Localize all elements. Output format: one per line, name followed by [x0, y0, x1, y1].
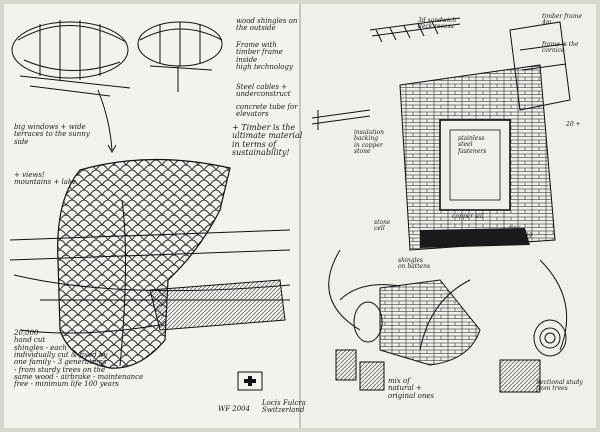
note-line: 4m — [542, 19, 552, 27]
note-insulation: insulation backing in copper stone — [354, 129, 385, 155]
pod-sketch-center — [137, 21, 223, 92]
note-shingles-story: 20,000 hand cut shingles - each individu… — [14, 329, 144, 389]
note-line: original ones — [388, 391, 435, 400]
note-line: + views! — [14, 171, 45, 179]
terrace-sketch — [9, 229, 291, 334]
note-line: from trees — [536, 385, 568, 393]
note-frame: Frame with timber frame inside high tech… — [236, 41, 293, 72]
pod-sketch-left — [11, 20, 131, 97]
note-line: one family - 3 generations — [14, 358, 107, 367]
note-line: frame is the — [542, 41, 579, 48]
note-line: sustainability! — [232, 148, 290, 158]
log-cross-section-sketch — [339, 284, 567, 357]
note-line: in terms of — [232, 139, 277, 149]
shingle-tower-sketch — [57, 158, 231, 369]
note-line: 20,000 — [14, 329, 39, 337]
note-line: elevators — [236, 110, 269, 119]
note-line: side — [14, 137, 29, 146]
note-line: shingles — [398, 257, 424, 264]
note-line: cornice — [542, 47, 565, 55]
note-line: shingles - each — [14, 343, 67, 352]
note-line: same wood - airbrake - maintenance — [14, 373, 144, 382]
note-line: individually cut & fixed by — [14, 351, 108, 360]
note-line: free - minimum life 100 years — [14, 380, 119, 389]
note-line: cell — [374, 225, 385, 233]
note-timber: + Timber is the ultimate material in ter… — [232, 123, 303, 158]
note-line: Switzerland — [262, 406, 305, 415]
swiss-flag-sketch — [237, 371, 263, 391]
stone-section-sketch — [379, 279, 481, 366]
note-line: + Timber is the — [232, 123, 296, 132]
note-line: the outside — [236, 24, 276, 33]
note-line: high technology — [236, 63, 293, 72]
note-mix: mix of natural + original ones — [388, 377, 435, 400]
note-line: stone — [354, 147, 371, 155]
note-line: Steel cables + — [236, 83, 287, 91]
note-line: mix of — [388, 377, 410, 385]
note-line: steel — [458, 141, 473, 149]
note-line: terraces to the sunny — [14, 130, 90, 139]
note-line: - from sturdy trees on the — [14, 365, 106, 374]
note-line: hand cut — [14, 336, 46, 345]
note-steel: Steel cables + underconstruct — [236, 83, 291, 99]
note-stainless: stainless steel fasteners — [458, 135, 487, 155]
note-line: mountains + lake — [14, 178, 77, 187]
note-line: big windows + wide — [14, 123, 86, 131]
note-line: ultimate material — [232, 131, 303, 141]
note-top-detail: 3d sandwich deck recess — [418, 17, 457, 31]
note-line: stone — [374, 219, 391, 226]
note-line: stainless — [458, 135, 485, 142]
note-line: on battens — [398, 263, 431, 271]
note-wood-shingles: wood shingles on the outside — [236, 17, 298, 33]
note-line: 3d sandwich — [418, 17, 457, 24]
note-line: Locis Fulcra — [262, 399, 306, 407]
note-location: Locis Fulcra Switzerland — [262, 399, 306, 415]
note-views: + views! mountains + lake — [14, 171, 77, 187]
insulation-detail — [311, 109, 371, 130]
note-line: insulation — [354, 129, 385, 136]
note-sectional-study: Sectional study from trees — [536, 379, 583, 393]
window-wall-sketch — [399, 64, 556, 251]
note-zinc: zinc flashing — [508, 225, 533, 239]
note-line: Frame with — [236, 41, 277, 49]
note-date: WF 2004 — [218, 405, 251, 413]
note-stone-cell: stone cell — [374, 219, 391, 233]
timber-frame-detail — [509, 21, 571, 111]
roof-edge-detail — [369, 17, 461, 43]
note-line: Sectional study — [536, 379, 583, 386]
note-line: timber frame — [236, 48, 283, 57]
note-line: natural + — [388, 384, 422, 393]
note-line: fasteners — [458, 147, 487, 155]
arrow-top-left — [97, 89, 113, 151]
note-line: concrete tube for — [236, 103, 298, 111]
note-copper-sill: copper sill — [452, 213, 484, 220]
note-dims: 20 + — [566, 121, 581, 128]
note-concrete: concrete tube for elevators — [236, 103, 298, 119]
note-line: deck recess — [418, 23, 454, 31]
note-line: underconstruct — [236, 90, 291, 99]
note-frame-pipe: frame is the cornice — [542, 41, 579, 55]
note-timber-frame: timber frame 4m — [542, 13, 583, 27]
note-line: timber frame — [542, 13, 583, 20]
note-line: in copper — [354, 141, 383, 149]
note-line: wood shingles on — [236, 17, 298, 25]
material-samples-sketch — [335, 349, 541, 393]
note-line: inside — [236, 55, 258, 64]
note-line: flashing — [508, 231, 533, 239]
note-line: backing — [354, 135, 379, 143]
note-shingles-battens: shingles on battens — [398, 257, 431, 271]
note-line: zinc — [508, 225, 521, 232]
note-windows: big windows + wide terraces to the sunny… — [14, 123, 90, 146]
